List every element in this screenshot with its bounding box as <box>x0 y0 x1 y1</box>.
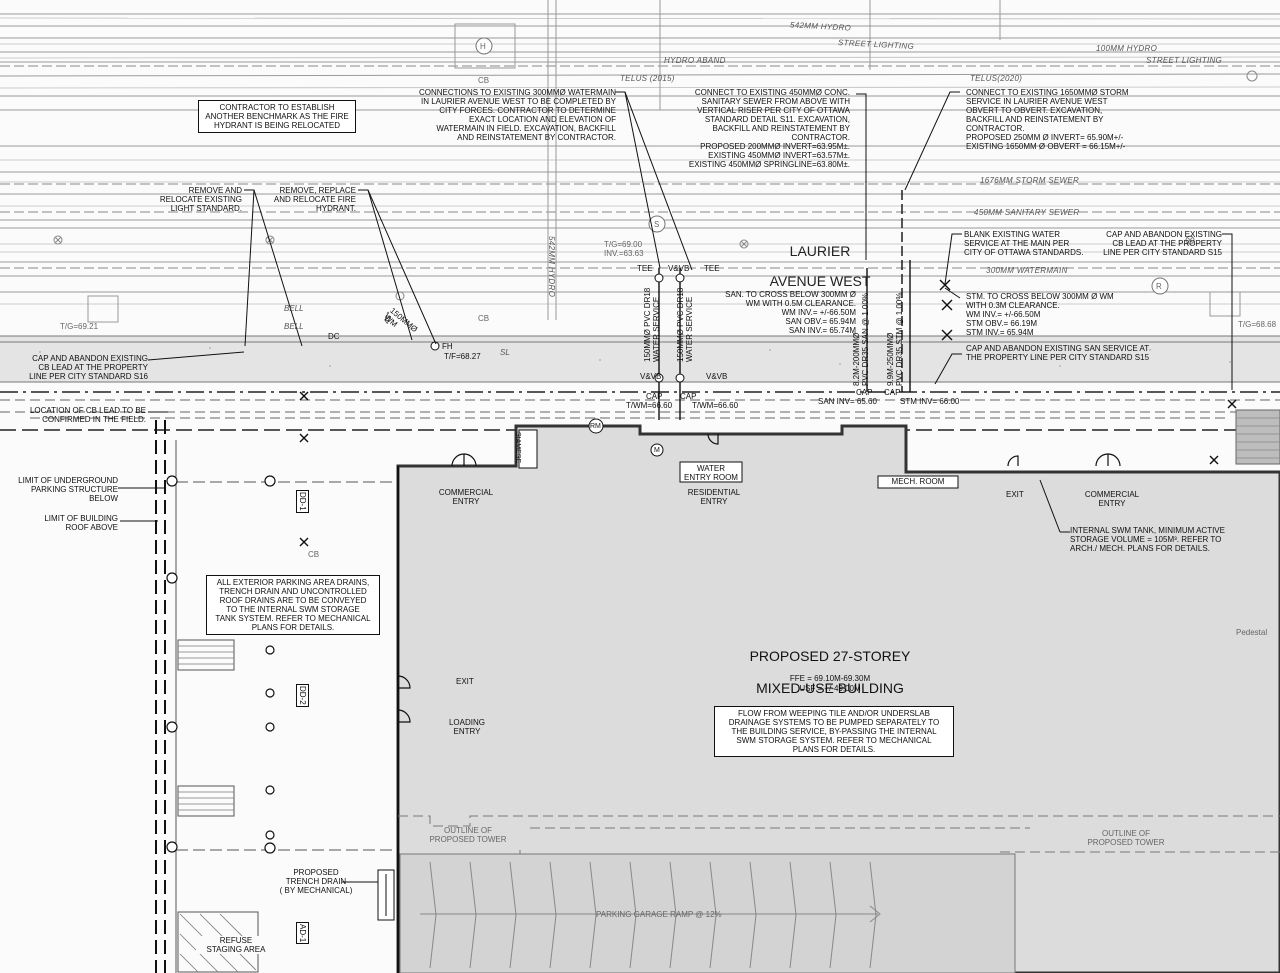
san-inv: SAN INV= 65.60 <box>818 397 877 406</box>
water-service-b: 150mmØ PVC DR18 WATER SERVICE <box>676 287 694 362</box>
cap-b: CAP <box>680 392 697 401</box>
cb-label-2: CB <box>478 314 490 323</box>
twm-a: T/WM=66.60 <box>626 401 673 410</box>
note-trench-drain: PROPOSED TRENCH DRAIN ( BY MECHANICAL) <box>279 868 353 895</box>
tf-label: T/F=68.27 <box>444 352 481 361</box>
note-flow: FLOW FROM WEEPING TILE AND/OR UNDERSLAB … <box>714 706 954 757</box>
water-entry-room: WATER ENTRY ROOM <box>684 464 738 482</box>
vvb-a: V&VB <box>640 372 662 381</box>
building-title-line2: MIXED-USE BUILDING <box>756 680 904 696</box>
exit-left: EXIT <box>456 677 474 686</box>
siamese-label: SIAMESE <box>514 432 521 464</box>
ad1-tag: AD-1 <box>296 922 309 945</box>
dc-label: DC <box>328 332 340 341</box>
refuse-staging-area: REFUSE STAGING AREA <box>196 936 276 954</box>
note-drains: ALL EXTERIOR PARKING AREA DRAINS, TRENCH… <box>206 575 380 635</box>
street-name: LAURIER AVENUE WEST <box>760 229 880 304</box>
pedestal-label: Pedestal <box>1236 628 1268 637</box>
commercial-entry-right: COMMERCIAL ENTRY <box>1084 490 1140 508</box>
sanitary-sewer-label: 450mm SANITARY SEWER <box>974 208 1080 217</box>
stm-inv: STM INV= 66.00 <box>900 397 960 406</box>
bell-label-1: BELL <box>284 304 304 313</box>
note-remove-light: REMOVE AND RELOCATE EXISTING LIGHT STAND… <box>159 186 242 213</box>
sanitary-mh-symbol: S <box>654 220 660 229</box>
water-service-a: 150mmØ PVC DR18 WATER SERVICE <box>643 287 661 362</box>
street-lighting-2-label: STREET LIGHTING <box>1146 56 1223 65</box>
building-usf: USF = +/-49.00m <box>799 684 861 693</box>
bell-label-2: BELL <box>284 322 304 331</box>
note-limit-underground: LIMIT OF UNDERGROUND PARKING STRUCTURE B… <box>18 476 118 503</box>
vvb-b: V&VB <box>706 372 728 381</box>
note-remove-hydrant: REMOVE, REPLACE AND RELOCATE FIRE HYDRAN… <box>273 186 356 213</box>
mech-room: MECH. ROOM <box>891 477 945 486</box>
note-limit-building: LIMIT OF BUILDING ROOF ABOVE <box>44 514 118 532</box>
cb-label-1: CB <box>478 76 490 85</box>
telus-2015-label: TELUS (2015) <box>620 74 675 83</box>
san-pipe: 8.2m-200mmØ PVC DR35 SAN @ 1.00% <box>852 292 870 386</box>
vvb-top: V&VB <box>668 264 690 273</box>
note-watermain-connect: CONNECTIONS TO EXISTING 300mmØ WATERMAIN… <box>418 88 616 142</box>
residential-entry: RESIDENTIAL ENTRY <box>687 488 741 506</box>
building-ffe: FFE = 69.10m-69.30m <box>789 674 871 683</box>
tg-right: T/G=68.68 <box>1238 320 1277 329</box>
note-stm-cross: STM. TO CROSS BELOW 300mm Ø WM WITH 0.3m… <box>966 292 1114 337</box>
exit-right: EXIT <box>1006 490 1024 499</box>
note-san-cross: SAN. TO CROSS BELOW 300mm Ø WM WITH 0.5m… <box>725 290 856 335</box>
hydro-100-label: 100mm HYDRO <box>1096 44 1158 53</box>
outline-tower-right: OUTLINE OF PROPOSED TOWER <box>1087 829 1165 847</box>
cap-a: CAP <box>646 392 663 401</box>
dd2-tag: DD-2 <box>296 684 309 707</box>
meter-symbol: M <box>654 447 660 454</box>
storm-sewer-label: 1676mm STORM SEWER <box>980 176 1080 185</box>
hydro-aband-label: HYDRO ABAND <box>664 56 726 65</box>
note-sanitary-connect: CONNECT TO EXISTING 450mmØ CONC. SANITAR… <box>688 88 850 169</box>
loading-entry: LOADING ENTRY <box>448 718 485 736</box>
tee-left: TEE <box>637 264 653 273</box>
street-name-line2: AVENUE WEST <box>769 273 871 289</box>
fh-label: FH <box>442 342 453 351</box>
rm-symbol: RM <box>590 423 601 430</box>
note-cap-san: CAP AND ABANDON EXISTING SAN SERVICE AT … <box>966 344 1150 362</box>
note-cap-cb-left: CAP AND ABANDON EXISTING CB LEAD AT THE … <box>29 354 148 381</box>
cap-san: CAP <box>856 388 873 397</box>
building-title: PROPOSED 27-STOREY MIXED-USE BUILDING <box>700 632 960 712</box>
note-benchmark: CONTRACTOR TO ESTABLISH ANOTHER BENCHMAR… <box>198 100 356 133</box>
telus-2020-label: TELUS(2020) <box>970 74 1023 83</box>
outline-tower-left: OUTLINE OF PROPOSED TOWER <box>429 826 507 844</box>
note-storm-connect: CONNECT TO EXISTING 1650mmØ STORM SERVIC… <box>966 88 1129 151</box>
parking-ramp-label: PARKING GARAGE RAMP @ 12% <box>596 910 722 919</box>
commercial-entry-left: COMMERCIAL ENTRY <box>438 488 494 506</box>
building-title-line1: PROPOSED 27-STOREY <box>749 648 911 664</box>
tee-right: TEE <box>704 264 720 273</box>
tg-left: T/G=69.21 <box>60 322 99 331</box>
dd1-tag: DD-1 <box>296 490 309 513</box>
hydro-542-vertical-label: 542mm HYDRO <box>547 236 556 298</box>
street-name-line1: LAURIER <box>789 243 851 259</box>
cb-label-3: CB <box>308 550 320 559</box>
note-blank-water: BLANK EXISTING WATER SERVICE AT THE MAIN… <box>964 230 1084 257</box>
cap-stm: CAP <box>884 388 901 397</box>
watermain-label: 300mm WATERMAIN <box>986 266 1068 275</box>
hydro-pole-symbol: H <box>480 42 486 51</box>
note-cb-lead: LOCATION OF CB LEAD TO BE CONFIRMED IN T… <box>29 406 146 424</box>
twm-b: T/WM=66.60 <box>692 401 739 410</box>
note-cap-cb-right: CAP AND ABANDON EXISTING CB LEAD AT THE … <box>1103 230 1222 257</box>
r-symbol: R <box>1156 282 1162 291</box>
tg-hydro: T/G=69.00 INV.=63.63 <box>604 240 644 258</box>
note-swm-tank: INTERNAL SWM TANK, MINIMUM ACTIVE STORAG… <box>1070 526 1225 553</box>
sl-label: SL <box>500 348 510 357</box>
stm-pipe: 9.9m-250mmØ PVC DR35 STM @ 1.00% <box>886 292 904 386</box>
